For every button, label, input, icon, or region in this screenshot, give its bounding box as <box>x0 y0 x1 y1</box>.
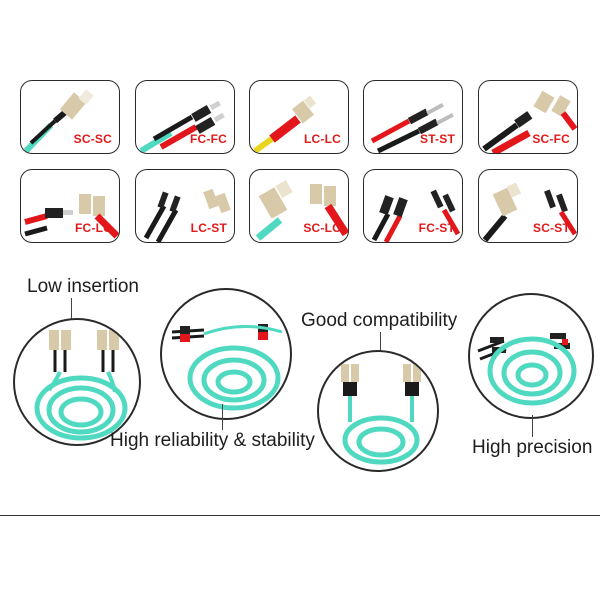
connector-card-lc-lc: LC-LC <box>249 80 349 154</box>
sc-lc-connector-image <box>255 179 348 241</box>
cable-circle-lc-aqua <box>317 350 439 472</box>
connector-label: SC-LC <box>303 221 341 235</box>
cable-circle-fc-aqua <box>160 288 292 420</box>
feature-low-insertion: Low insertion <box>27 276 139 297</box>
leader-line <box>532 415 533 437</box>
connector-label: SC-SC <box>73 132 112 146</box>
connector-card-sc-lc: SC-LC <box>249 169 349 243</box>
aqua-cable-coil-image <box>34 330 128 441</box>
leader-line <box>222 404 223 430</box>
fc-st-connector-image <box>371 189 461 242</box>
connector-label: ST-ST <box>419 132 455 146</box>
fc-fc-connector-image <box>139 100 225 153</box>
connector-card-sc-fc: SC-FC <box>478 80 578 154</box>
st-st-connector-image <box>370 103 454 153</box>
connector-card-sc-sc: SC-SC <box>20 80 120 154</box>
aqua-cable-coil-image <box>171 324 283 411</box>
connector-card-fc-lc: FC-LC <box>20 169 120 243</box>
connector-label: LC-ST <box>190 221 227 235</box>
connector-label: SC-FC <box>532 132 570 146</box>
sc-st-connector-image <box>482 182 577 242</box>
connector-card-lc-st: LC-ST <box>135 169 235 243</box>
cable-circle-sc-aqua <box>13 318 141 446</box>
aqua-cable-coil-image <box>341 364 421 465</box>
leader-line <box>71 298 72 320</box>
connector-label: FC-LC <box>75 221 112 235</box>
connector-card-sc-st: SC-ST <box>478 169 578 243</box>
connector-card-st-st: ST-ST <box>363 80 463 154</box>
bottom-divider <box>0 515 600 516</box>
sc-sc-connector-image <box>23 89 94 153</box>
aqua-cable-coil-image <box>477 333 577 406</box>
connector-card-fc-st: FC-ST <box>363 169 463 243</box>
sc-fc-connector-image <box>482 90 577 153</box>
connector-label: FC-ST <box>418 221 455 235</box>
feature-high-reliability: High reliability & stability <box>110 430 315 451</box>
lc-st-connector-image <box>143 188 231 242</box>
connector-card-fc-fc: FC-FC <box>135 80 235 154</box>
connector-label: FC-FC <box>190 132 227 146</box>
lc-lc-connector-image <box>253 95 317 153</box>
fc-lc-connector-image <box>24 194 119 239</box>
connector-label: SC-ST <box>533 221 570 235</box>
leader-line <box>380 332 381 352</box>
connector-label: LC-LC <box>304 132 341 146</box>
feature-good-compatibility: Good compatibility <box>301 310 458 331</box>
cable-circle-st-aqua <box>468 293 594 419</box>
feature-high-precision: High precision <box>472 437 593 458</box>
